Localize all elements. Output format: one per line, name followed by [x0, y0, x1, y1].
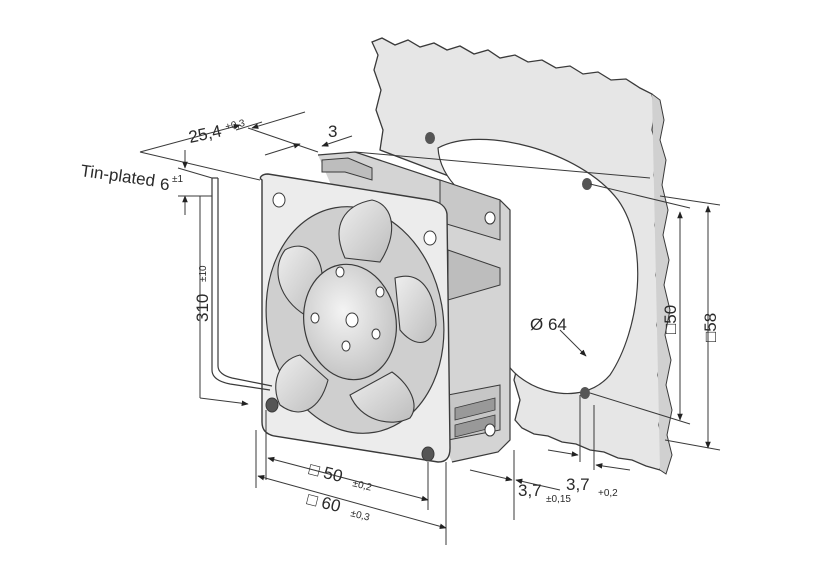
label-tin-plated: Tin-plated — [79, 161, 156, 190]
label-panel-hole-spacing: □50 — [661, 305, 680, 334]
label-wire-strip-tol: ±1 — [172, 174, 183, 185]
panel-hole-bottom-right — [580, 387, 590, 399]
label-hole-diameter: Ø 64 — [530, 315, 567, 334]
dimension-lines — [139, 111, 721, 545]
label-depth: 25,4 — [187, 121, 223, 146]
panel-hole-top-left — [425, 132, 435, 144]
fan-hole-bottom-right — [421, 446, 435, 462]
label-hole-offset-left: 3,7 — [518, 481, 542, 500]
label-flange: 3 — [328, 122, 337, 141]
fan-hole-top-left — [272, 192, 286, 208]
label-fan-hole-spacing-tol: ±0,2 — [351, 478, 373, 493]
label-wire-strip: 6 — [160, 175, 169, 194]
fan-body — [259, 151, 511, 463]
fan-cable — [211, 177, 273, 391]
fan-hole-top-right — [423, 230, 437, 246]
label-wire-length-tol: ±10 — [198, 265, 209, 282]
label-hole-offset-right: 3,7 — [566, 475, 590, 494]
label-wire-length: 310 — [193, 294, 212, 322]
fan-blades — [275, 199, 437, 423]
label-panel-size: □58 — [701, 313, 720, 342]
panel-hole-top-right — [582, 178, 592, 190]
label-hole-offset-left-tol: ±0,15 — [546, 494, 571, 505]
label-fan-size: □ 60 — [305, 489, 342, 516]
fan-hole-bottom-left — [265, 397, 279, 413]
label-fan-size-tol: ±0,3 — [349, 508, 371, 523]
label-depth-tol: +0,3 — [224, 118, 246, 133]
label-fan-hole-spacing: □ 50 — [307, 459, 344, 486]
label-hole-offset-right-tol: +0,2 — [598, 488, 618, 499]
